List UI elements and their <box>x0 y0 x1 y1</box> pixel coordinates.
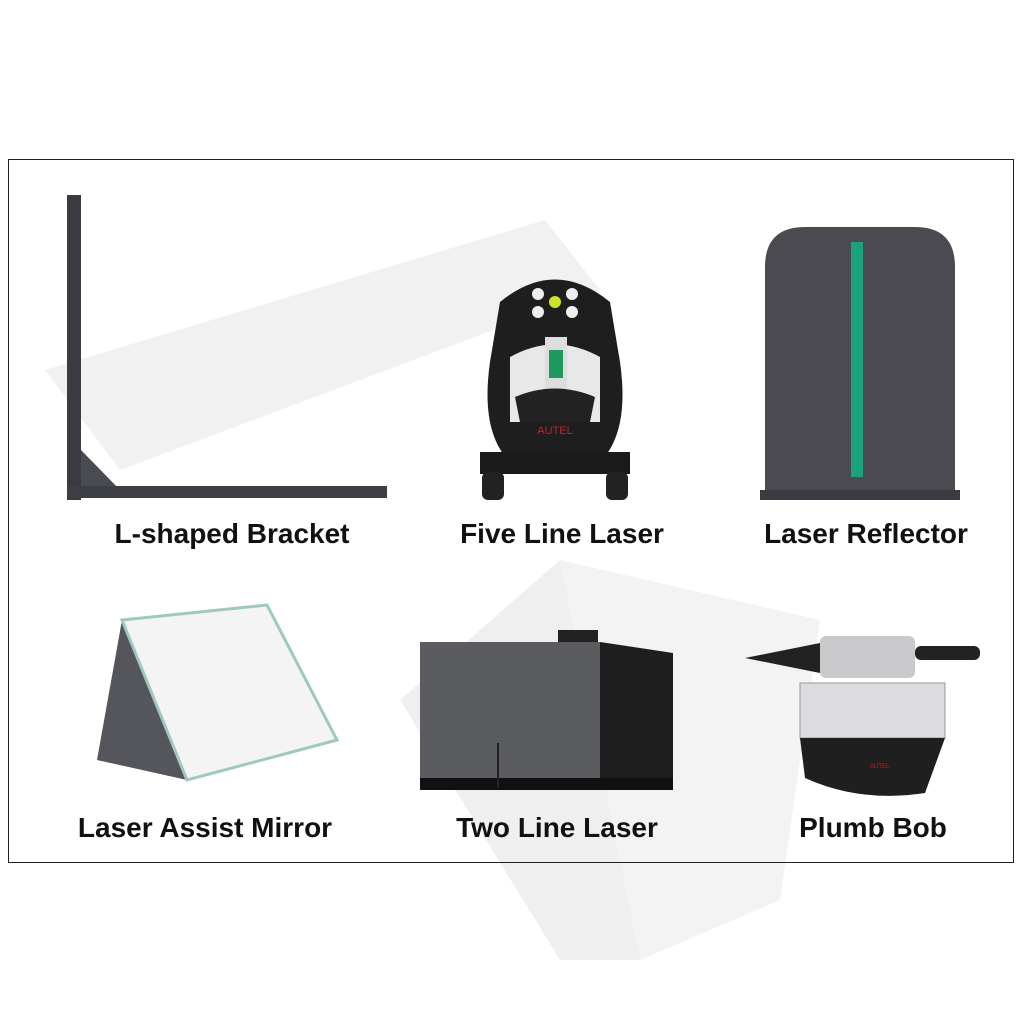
product-label: Laser Reflector <box>764 518 968 549</box>
product-label: Two Line Laser <box>456 812 658 843</box>
five-line-laser-image: AUTEL <box>480 279 630 500</box>
laser-assist-mirror-image <box>97 603 340 782</box>
product-label: Laser Assist Mirror <box>77 812 333 843</box>
laser-reflector-image <box>760 227 960 500</box>
product-label: Plumb Bob <box>799 812 947 843</box>
product-grid-frame <box>8 159 1014 863</box>
l-shaped-bracket-image <box>67 195 387 500</box>
brand-logo: AUTEL <box>537 425 572 437</box>
product-label: Five Line Laser <box>460 518 664 549</box>
plumb-bob-image: AUTEL <box>745 636 980 796</box>
brand-logo: AUTEL <box>870 764 890 770</box>
product-label: L-shaped Bracket <box>114 518 350 549</box>
two-line-laser-image <box>420 630 673 790</box>
